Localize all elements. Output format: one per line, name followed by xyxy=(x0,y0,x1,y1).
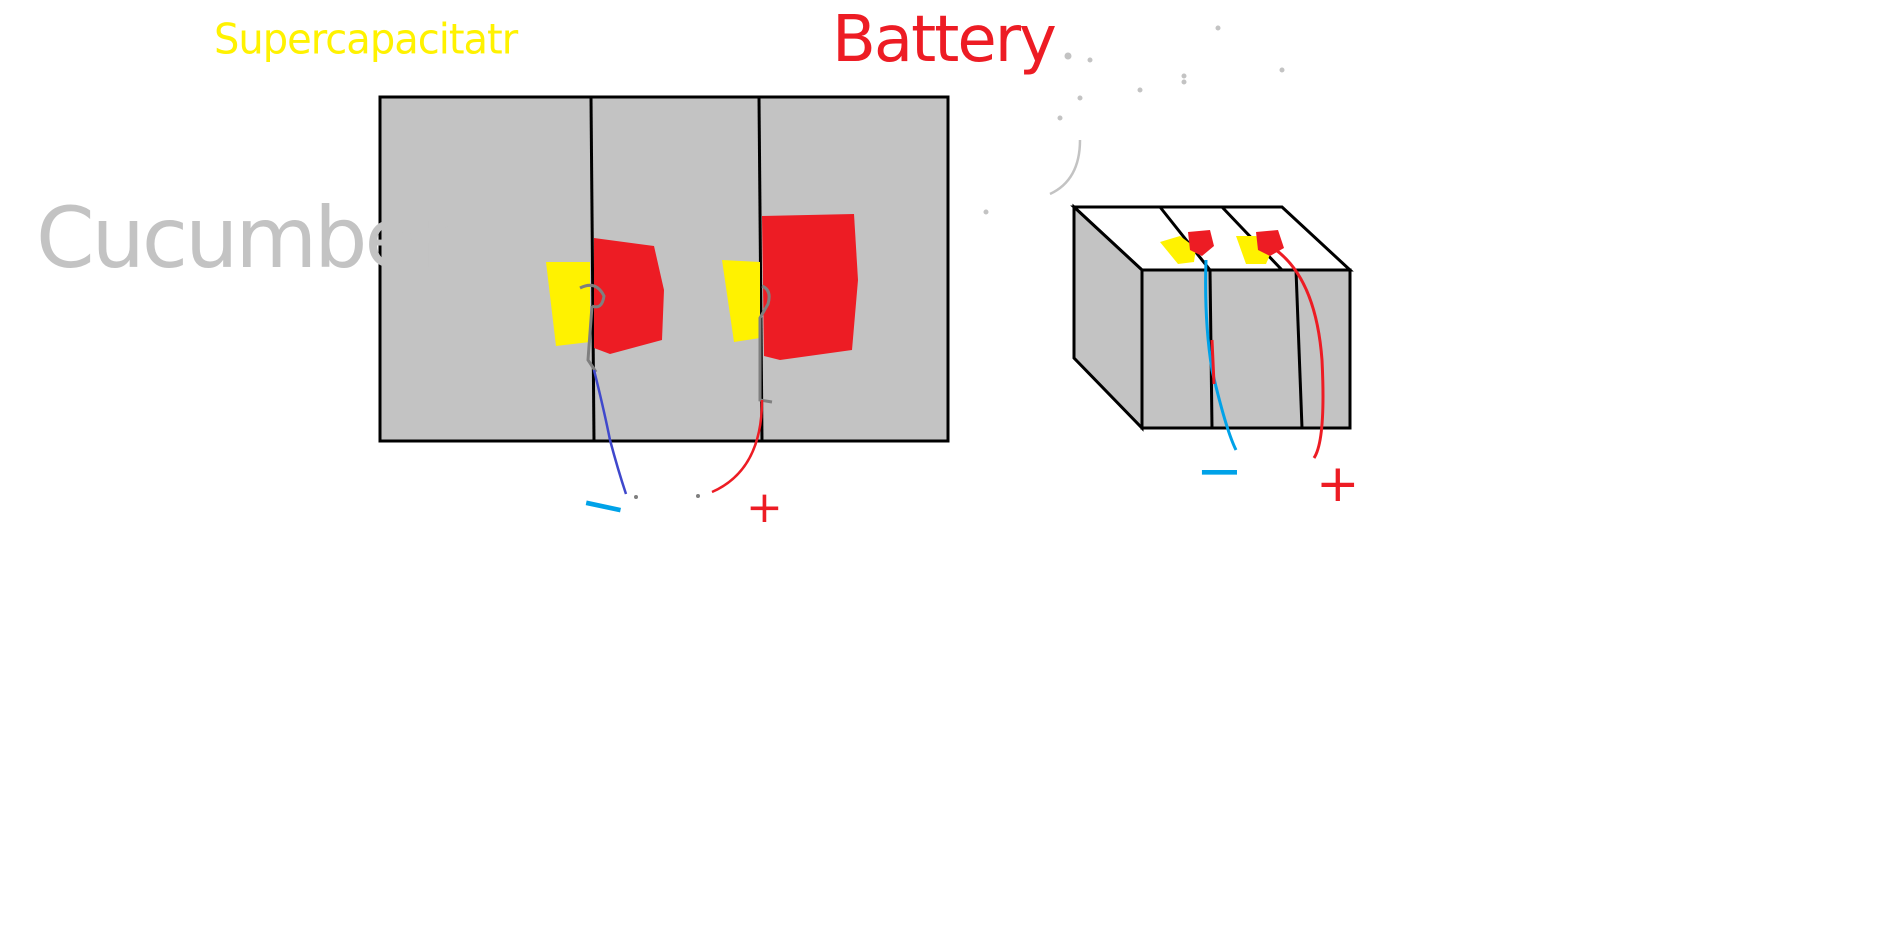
battery-assembly xyxy=(1070,203,1354,459)
red-electrode-left xyxy=(594,238,664,354)
supercapacitor-label: Supercapacitatr xyxy=(214,15,518,65)
stray-dot xyxy=(1181,73,1187,79)
red-electrode-right xyxy=(762,214,858,360)
stray-dot xyxy=(1057,115,1063,121)
stray-dot xyxy=(1181,79,1187,85)
cucumber-slice-line-1 xyxy=(589,96,596,442)
supercap-negative-wire xyxy=(592,369,628,495)
battery-front-divider-2 xyxy=(1294,269,1304,429)
cucumber-label: Cucumber xyxy=(36,189,448,287)
stray-dot xyxy=(983,209,989,215)
clip-left xyxy=(579,283,606,373)
wire-dot-1 xyxy=(634,495,638,499)
battery-red-stub xyxy=(1210,339,1216,385)
battery-label: Battery xyxy=(832,3,1057,77)
battery-negative-sign: − xyxy=(1196,439,1243,504)
stray-stroke xyxy=(1049,139,1082,196)
yellow-electrode-right xyxy=(722,260,760,342)
battery-top-divider-1 xyxy=(1158,206,1212,271)
supercapacitor-assembly xyxy=(378,95,950,499)
yellow-electrode-left xyxy=(546,262,590,346)
stray-dot xyxy=(1279,67,1285,73)
stray-dot xyxy=(1269,305,1275,311)
wire-dot-2 xyxy=(696,494,700,498)
stray-dot xyxy=(1077,95,1083,101)
battery-yellow-terminal-left xyxy=(1160,236,1196,264)
stray-dot xyxy=(1215,25,1221,31)
stray-dot xyxy=(1137,87,1143,93)
battery-positive-wire xyxy=(1275,248,1325,459)
battery-front-face xyxy=(1140,268,1352,430)
stray-marks xyxy=(983,25,1285,311)
supercap-positive-wire xyxy=(711,399,764,494)
stray-dot xyxy=(1064,52,1072,60)
cucumber-block xyxy=(378,95,950,443)
stray-dot xyxy=(1087,57,1093,63)
clip-right xyxy=(758,284,773,404)
battery-positive-sign: + xyxy=(1316,454,1360,514)
supercap-positive-sign: + xyxy=(746,482,783,533)
battery-red-terminal-left xyxy=(1188,230,1214,256)
